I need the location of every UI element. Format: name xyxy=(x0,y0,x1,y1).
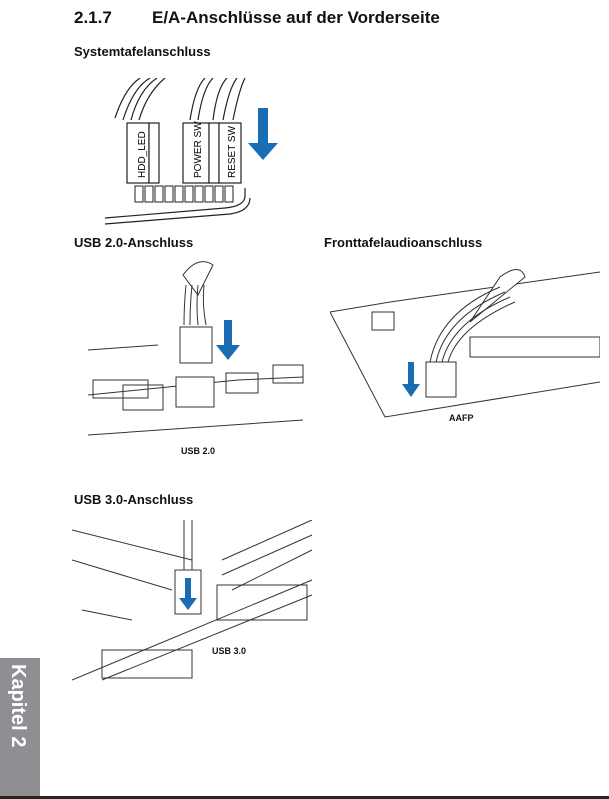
page-bottom-rule xyxy=(0,796,609,799)
section-title: 2.1.7 E/A-Anschlüsse auf der Vorderseite xyxy=(74,8,440,28)
reset-sw-label: RESET SW xyxy=(227,125,238,178)
chapter-label: Kapitel 2 xyxy=(7,664,29,748)
usb3-heading: USB 3.0-Anschluss xyxy=(74,492,194,507)
usb2-caption: USB 2.0 xyxy=(181,446,216,456)
hdd-led-label: HDD_LED xyxy=(137,131,148,178)
down-arrow-icon xyxy=(402,362,420,397)
usb2-illustration xyxy=(88,261,304,436)
down-arrow-icon xyxy=(216,320,240,360)
system-panel-illustration: HDD_LED POWER SW RESET SW xyxy=(104,78,278,225)
system-panel-heading: Systemtafelanschluss xyxy=(74,44,211,59)
audio-heading: Fronttafelaudioanschluss xyxy=(324,235,483,250)
audio-illustration xyxy=(330,269,600,418)
usb2-heading: USB 2.0-Anschluss xyxy=(74,235,194,250)
usb3-illustration xyxy=(72,520,313,681)
down-arrow-icon xyxy=(179,578,197,610)
section-number: 2.1.7 xyxy=(74,8,112,27)
usb3-caption: USB 3.0 xyxy=(212,646,247,656)
aafp-caption: AAFP xyxy=(449,413,474,423)
section-title-text: E/A-Anschlüsse auf der Vorderseite xyxy=(152,8,440,27)
down-arrow-icon xyxy=(248,108,278,160)
power-sw-label: POWER SW xyxy=(193,121,204,178)
chapter-tab: Kapitel 2 xyxy=(0,658,40,796)
